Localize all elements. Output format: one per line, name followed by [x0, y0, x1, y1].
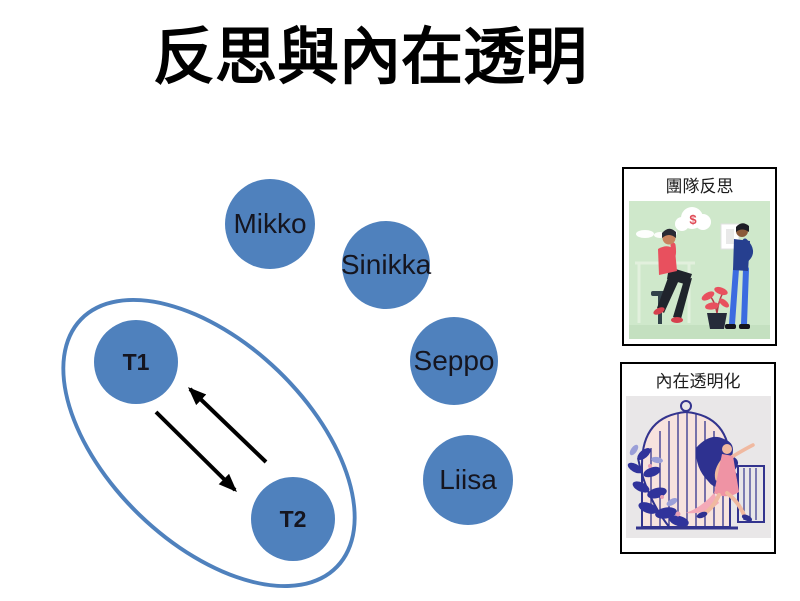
member-circle-seppo: Seppo — [410, 317, 498, 405]
member-label: Liisa — [439, 464, 497, 495]
standing-person-icon — [725, 223, 753, 329]
plant-icon — [701, 286, 729, 329]
bubble-symbol: $ — [689, 212, 697, 227]
escaping-woman-icon — [685, 436, 755, 522]
teacher-pair-ellipse — [8, 244, 410, 601]
teacher-label: T1 — [122, 348, 150, 375]
panel-title: 團隊反思 — [665, 177, 734, 196]
birdcage-escape-illustration — [625, 396, 771, 538]
cloud-icon — [636, 230, 654, 238]
panel-inner-transparency: 內在透明化 — [620, 362, 776, 554]
member-circle-sinikka: Sinikka — [340, 221, 432, 309]
team-reflection-illustration: $ — [629, 201, 770, 339]
thought-bubble-icon: $ — [668, 207, 711, 241]
member-circle-mikko: Mikko — [225, 179, 315, 269]
teacher-circle-t1: T1 — [94, 320, 178, 404]
sitting-person-icon — [651, 228, 692, 324]
teacher-circle-t2: T2 — [251, 477, 335, 561]
member-label: Seppo — [413, 345, 495, 376]
member-label: Sinikka — [340, 249, 432, 280]
member-circle-liisa: Liisa — [423, 435, 513, 525]
slide-title: 反思與內在透明 — [152, 23, 587, 92]
leaf-branch-icon — [627, 444, 689, 529]
panel-team-reflection: 團隊反思 $ — [622, 167, 777, 346]
panel-title: 內在透明化 — [655, 372, 741, 391]
teacher-label: T2 — [279, 505, 307, 532]
member-label: Mikko — [233, 208, 307, 239]
